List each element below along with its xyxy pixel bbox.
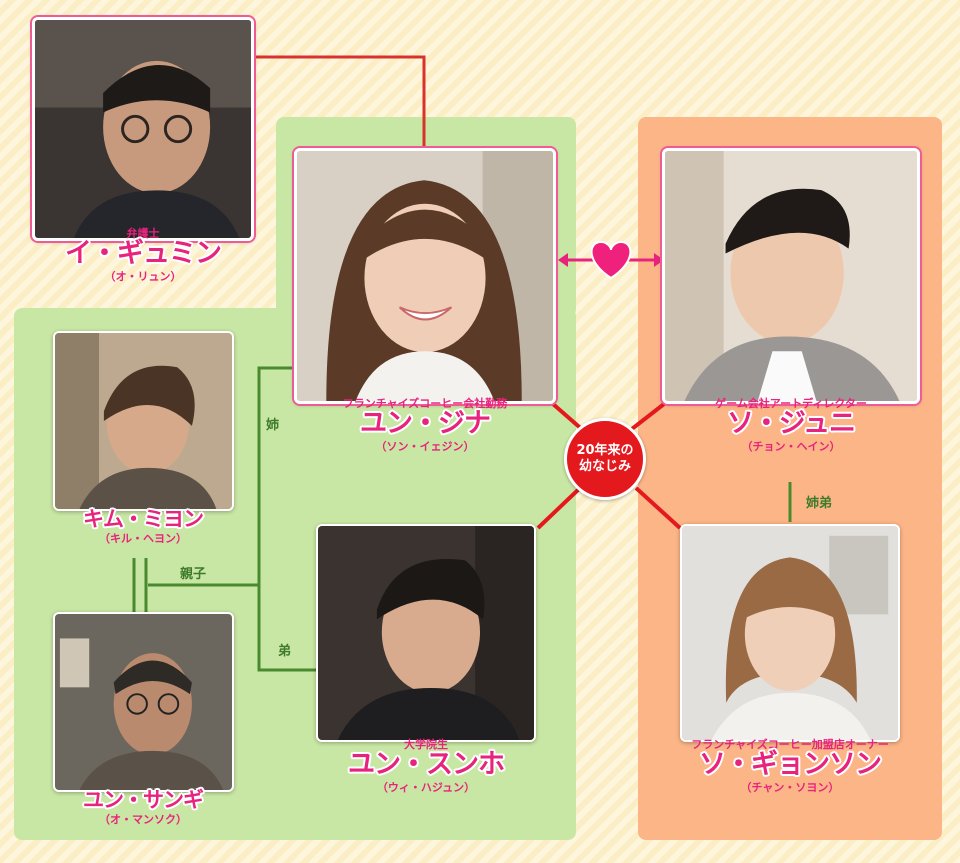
character-name: ユン・サンギ (83, 788, 204, 812)
actor-name: （ウィ・ハジュン） (376, 780, 476, 794)
actor-name: （ソン・イェジン） (375, 439, 475, 453)
relation-younger-brother: 弟 (278, 644, 292, 659)
character-name: イ・ギュミン (65, 237, 222, 269)
heart-icon (590, 240, 632, 280)
photo-lee-gyumin (32, 17, 254, 241)
line-gyumin-jina (254, 55, 426, 150)
line-junhee-badge (626, 402, 666, 434)
character-name: ソ・ギョンソン (699, 748, 882, 780)
character-name: ユン・スンホ (348, 748, 505, 780)
actor-name: （オ・マンソク） (99, 813, 187, 827)
line-jina-siblings (257, 366, 316, 672)
label-seo-gyeonson: フランチャイズコーヒー加盟店オーナー ソ・ギョンソン （チャン・ソヨン） (644, 739, 936, 793)
photo-yoon-jina (294, 148, 556, 404)
relation-older-sister: 姉 (266, 418, 280, 433)
line-gyeonson-badge (634, 486, 682, 530)
actor-name: （キル・ヘヨン） (99, 532, 187, 546)
character-name: ユン・ジナ (360, 407, 491, 439)
role-text: フランチャイズコーヒー会社勤務 (342, 397, 508, 410)
relation-siblings: 姉弟 (806, 496, 833, 511)
photo-kim-miyeon (53, 331, 234, 511)
label-lee-gyumin: 弁護士 イ・ギュミン （オ・リュン） (32, 228, 254, 282)
role-text: ゲーム会社アートディレクター (715, 397, 867, 410)
badge-line-1: 20年来の (576, 442, 634, 458)
actor-name: （オ・リュン） (104, 269, 182, 283)
character-name: ソ・ジュニ (726, 407, 856, 439)
love-link (558, 240, 664, 280)
actor-name: （チャン・ソヨン） (740, 780, 840, 794)
label-yoon-jina: フランチャイズコーヒー会社勤務 ユン・ジナ （ソン・イェジン） (284, 398, 566, 452)
relation-parent-child: 親子 (180, 567, 207, 582)
photo-yoon-seunho (316, 524, 536, 742)
badge-line-2: 幼なじみ (578, 459, 631, 474)
character-name: キム・ミヨン (83, 507, 204, 531)
label-yoon-sangi: ユン・サンギ （オ・マンソク） (43, 789, 243, 826)
line-seunho-badge (536, 486, 582, 530)
role-text: 弁護士 (126, 227, 160, 240)
role-text: 大学院生 (404, 738, 448, 751)
photo-seo-junhee (662, 148, 920, 404)
role-text: フランチャイズコーヒー加盟店オーナー (691, 738, 889, 751)
childhood-friends-badge: 20年来の 幼なじみ (564, 418, 646, 500)
label-yoon-seunho: 大学院生 ユン・スンホ （ウィ・ハジュン） (306, 739, 546, 793)
label-kim-miyeon: キム・ミヨン （キル・ヘヨン） (43, 508, 243, 545)
label-seo-junhee: ゲーム会社アートディレクター ソ・ジュニ （チョン・ヘイン） (650, 398, 932, 452)
photo-yoon-sangi (53, 612, 234, 792)
photo-seo-gyeonson (680, 524, 900, 742)
actor-name: （チョン・ヘイン） (741, 439, 841, 453)
